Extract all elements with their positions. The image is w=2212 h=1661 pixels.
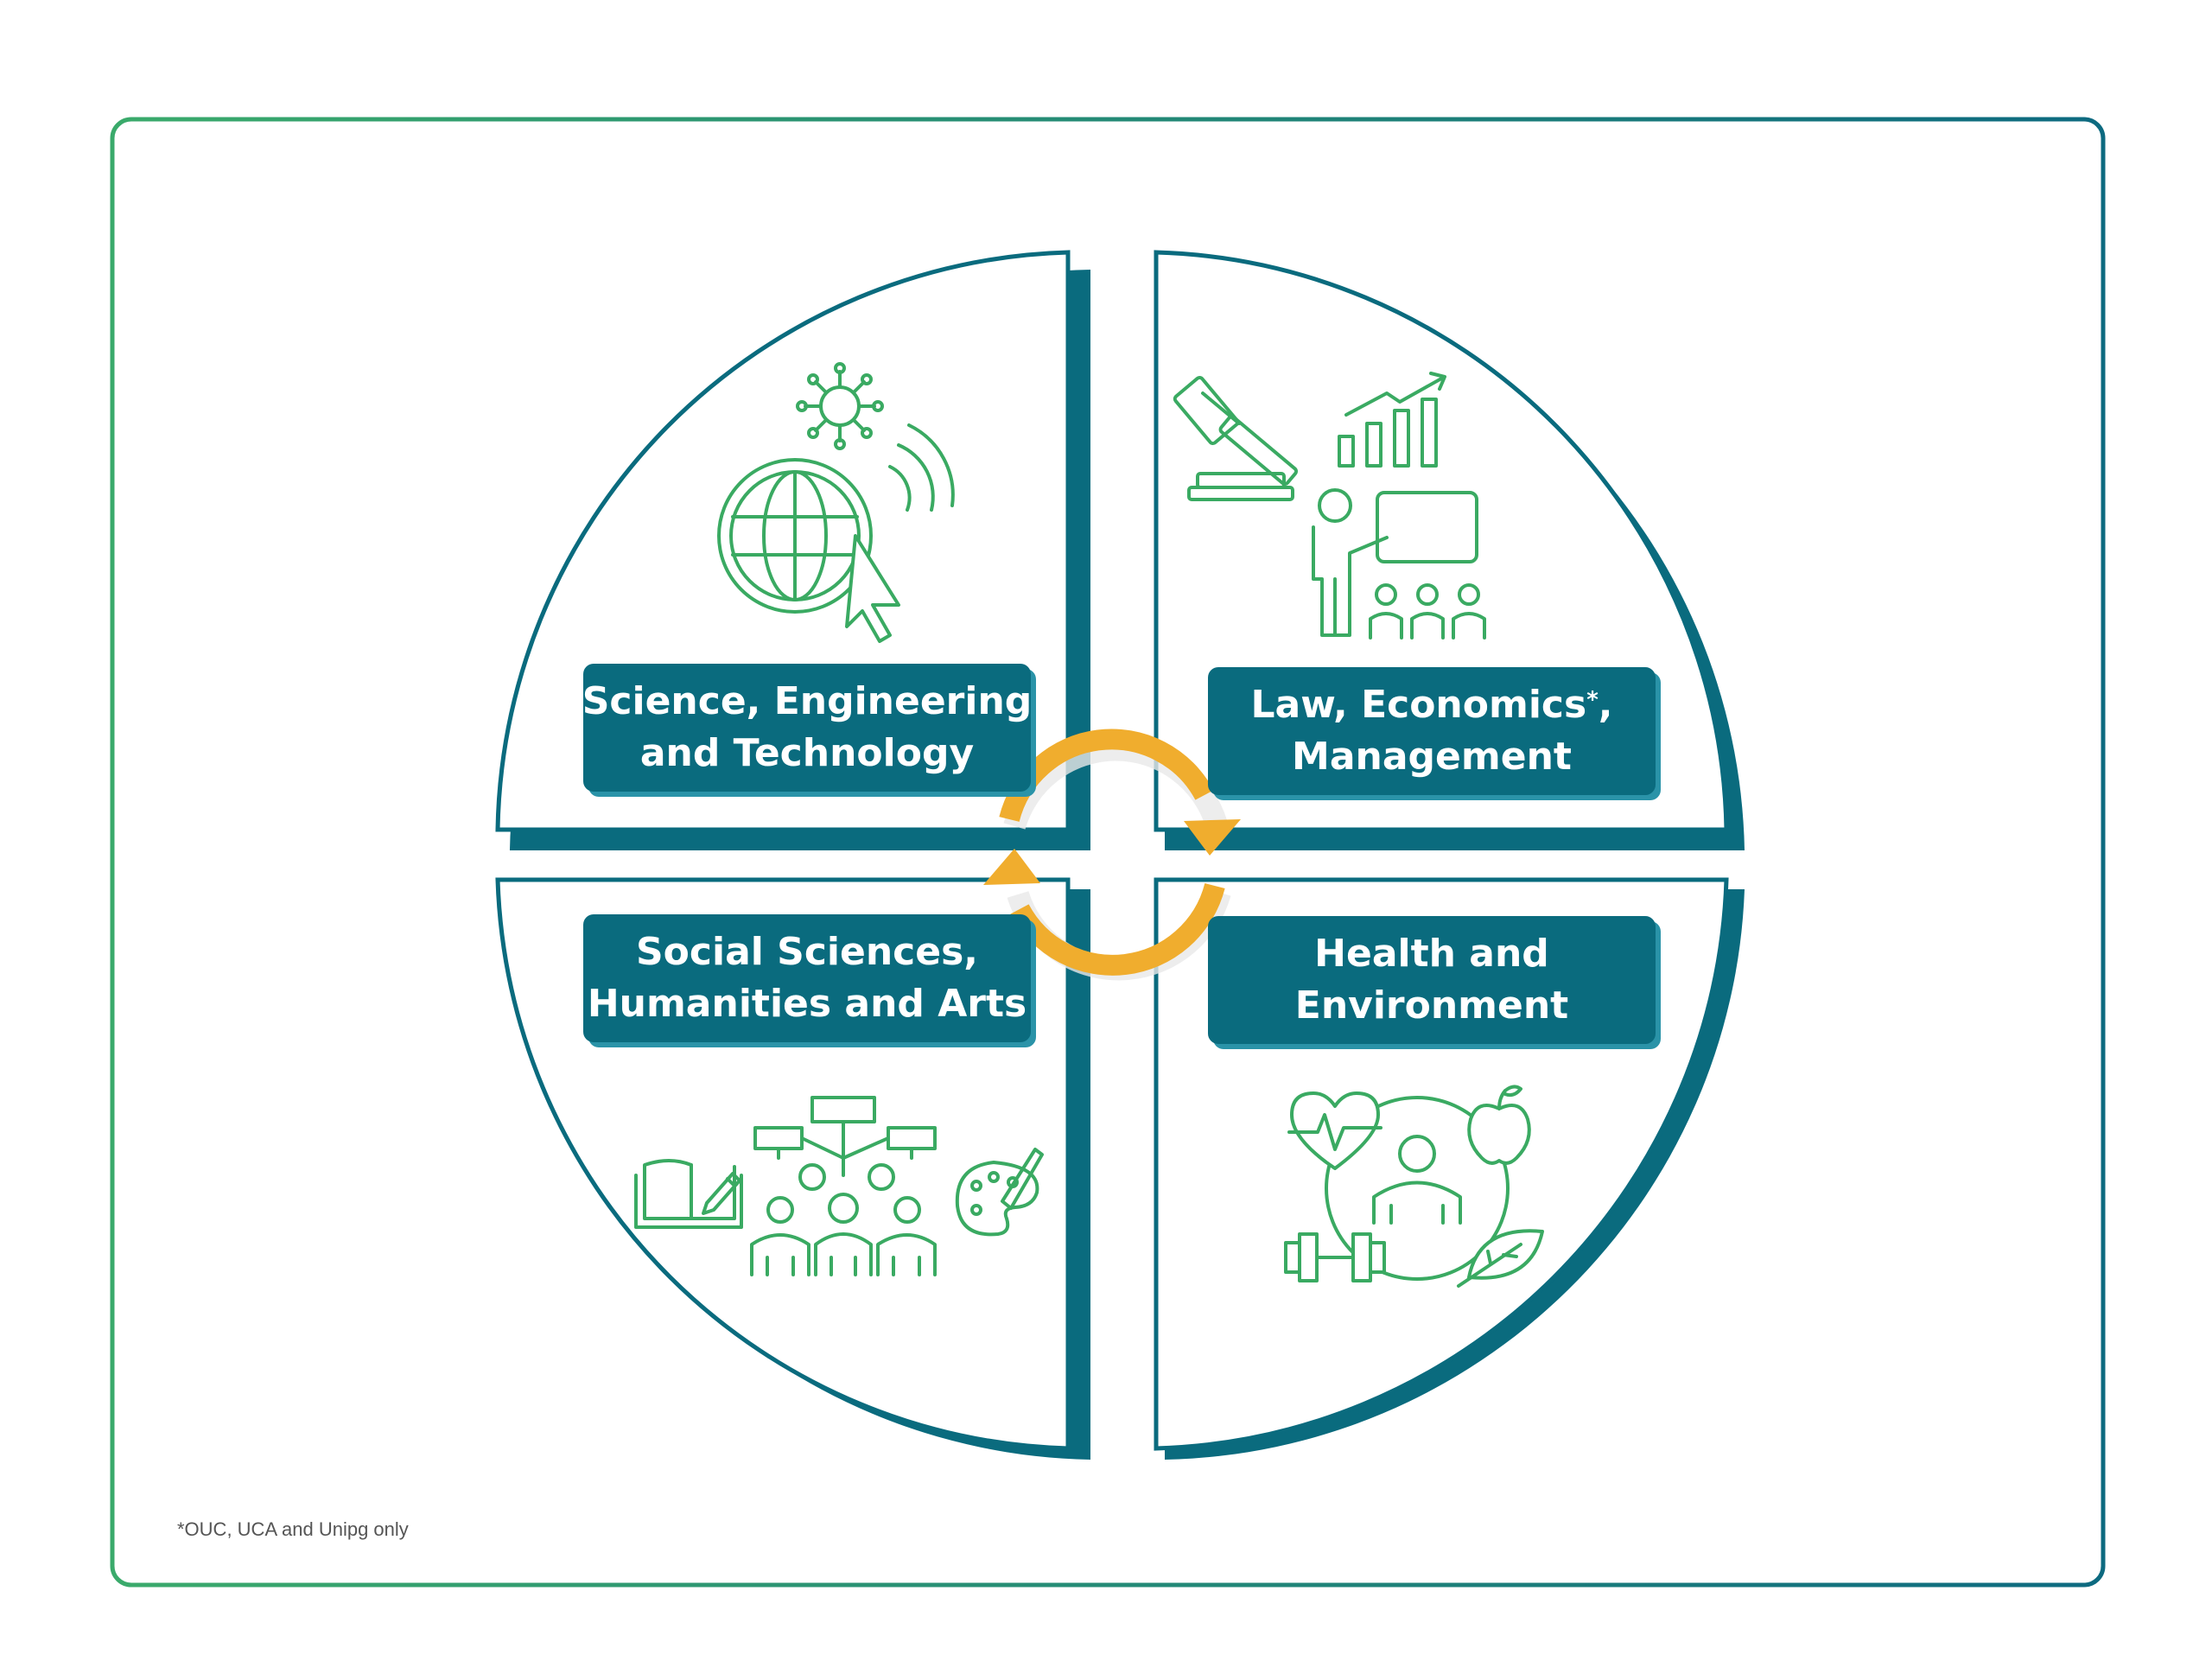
label-law: Law, Economics*, Management xyxy=(1208,667,1656,795)
social-line2: Humanities and Arts xyxy=(587,982,1027,1026)
cursor-icon xyxy=(845,534,900,643)
health-line2: Environment xyxy=(1294,983,1569,1028)
outer-frame xyxy=(110,117,2106,1588)
apple-icon xyxy=(1467,1085,1531,1165)
health-line1: Health and xyxy=(1314,932,1549,976)
science-line1: Science, Engineering xyxy=(582,679,1033,723)
person-icon xyxy=(1372,1135,1462,1225)
leaf-icon xyxy=(1457,1229,1544,1288)
heartbeat-icon xyxy=(1287,1091,1382,1170)
audience-icon xyxy=(1369,583,1486,640)
teacher-icon xyxy=(1312,488,1478,637)
law-footnote-mark: * xyxy=(1586,687,1599,713)
signal-icon xyxy=(888,423,955,512)
label-health: Health and Environment xyxy=(1208,916,1656,1044)
law-line1-comma: , xyxy=(1598,683,1613,727)
health-cycle-ring xyxy=(1325,1096,1510,1281)
dumbbell-icon xyxy=(1284,1232,1386,1282)
footnote: *OUC, UCA and Unipg only xyxy=(177,1518,409,1540)
virus-icon xyxy=(796,362,884,450)
bar-chart-icon xyxy=(1338,372,1446,468)
label-science: Science, Engineering and Technology xyxy=(582,664,1033,792)
gavel-icon xyxy=(1173,375,1299,501)
law-line2: Management xyxy=(1292,735,1572,779)
law-line1-text: Law, Economics xyxy=(1250,683,1587,727)
science-line2: and Technology xyxy=(639,731,975,775)
org-chart-icon xyxy=(750,1096,937,1276)
globe-icon xyxy=(717,458,873,614)
cycle-arrows-icon xyxy=(983,729,1241,981)
law-line1: Law, Economics*, xyxy=(1250,679,1612,731)
book-icon xyxy=(634,1159,743,1229)
palette-icon xyxy=(955,1148,1044,1237)
label-social: Social Sciences, Humanities and Arts xyxy=(583,914,1031,1042)
social-line1: Social Sciences, xyxy=(635,930,979,974)
